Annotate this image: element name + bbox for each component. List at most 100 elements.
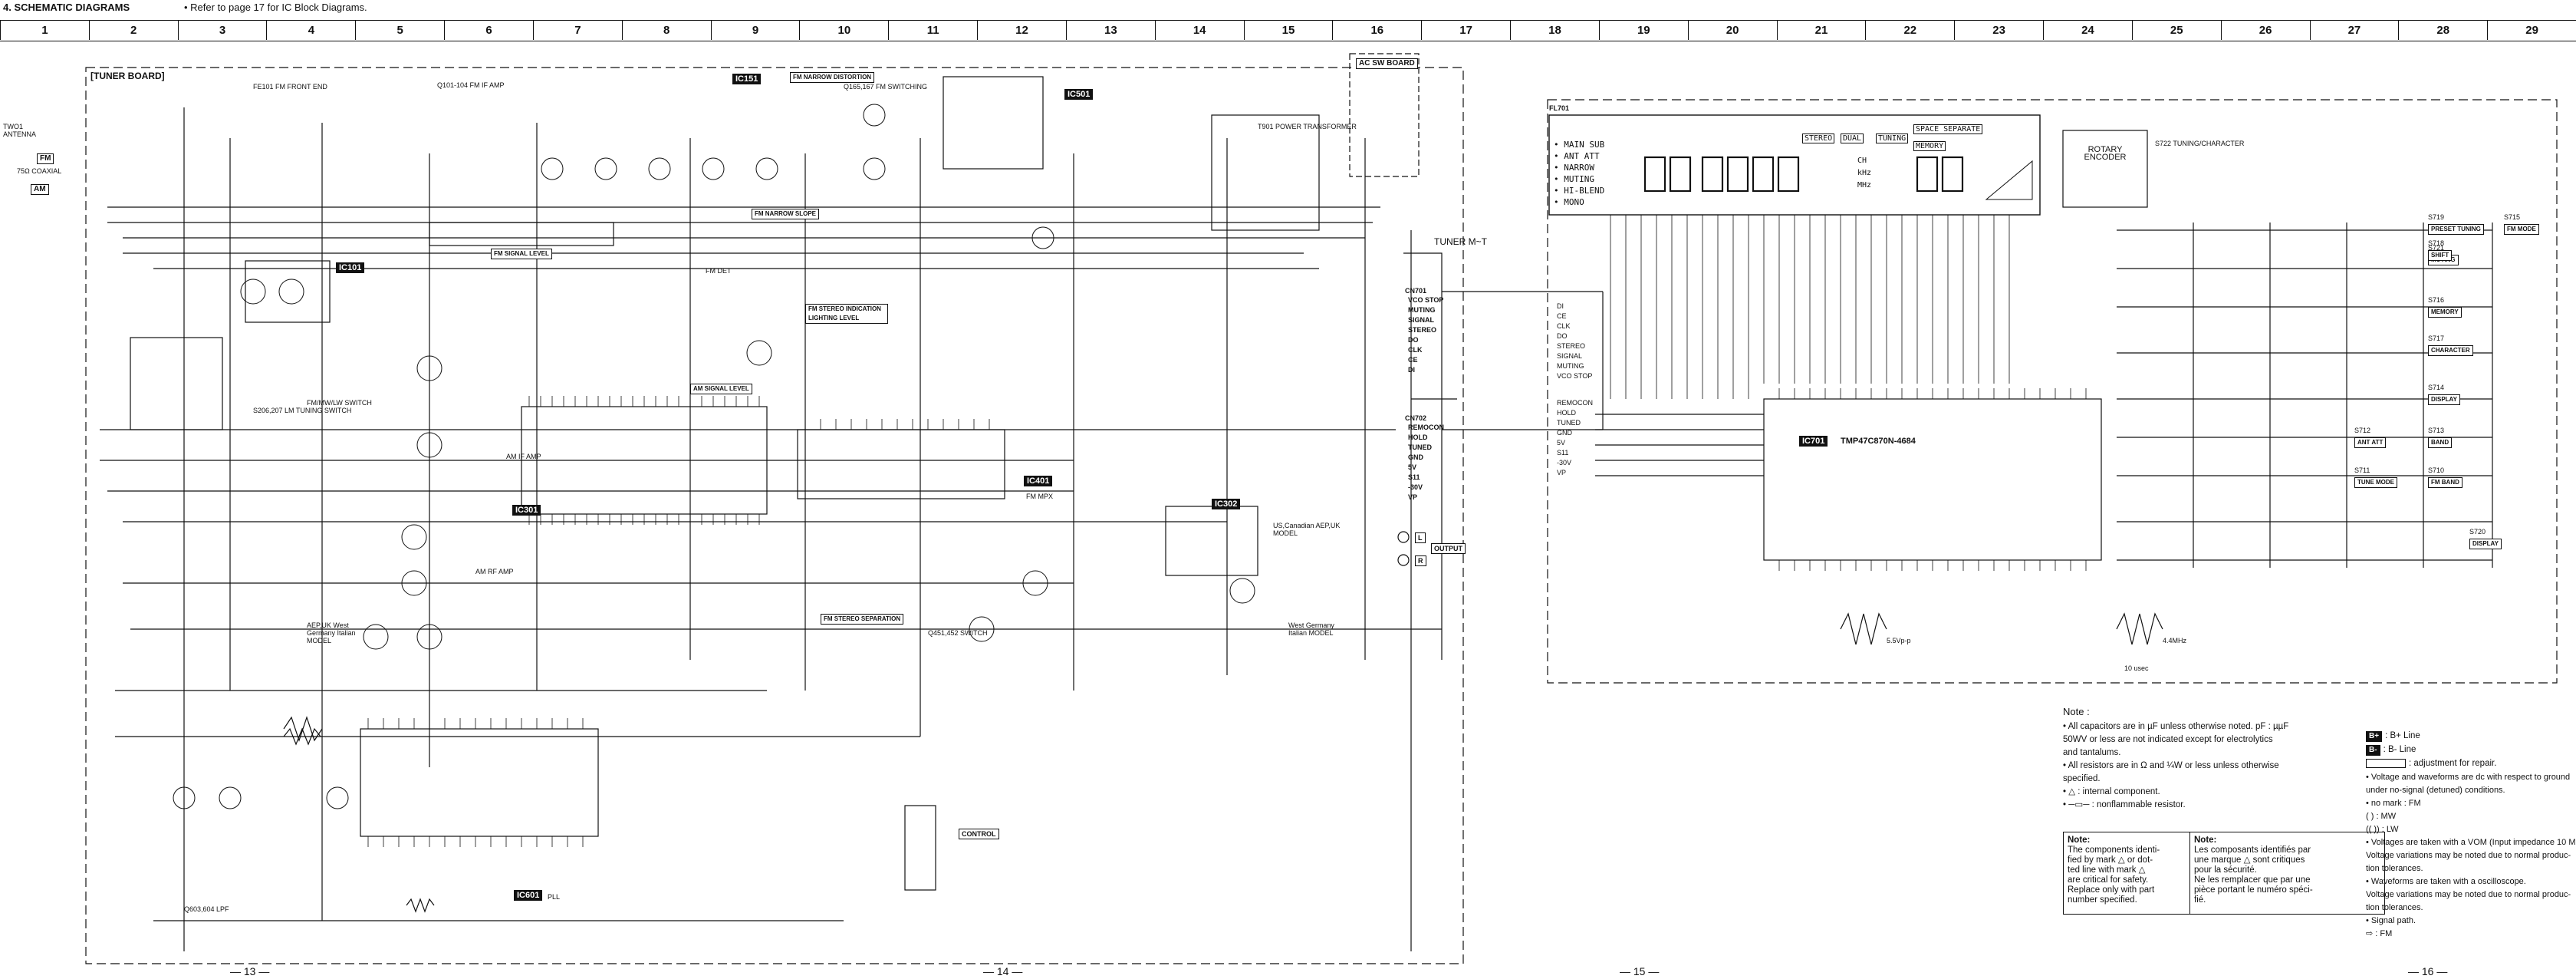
grid-column-29: 29 [2487, 21, 2576, 40]
warning-en-line: The components identi- [2068, 846, 2160, 855]
fm-if-amp-label: Q101-104 FM IF AMP [437, 81, 505, 89]
waveform-3-label: 10 usec [2124, 664, 2149, 672]
grid-column-21: 21 [1776, 21, 1866, 40]
legend-line: • Voltage and waveforms are dc with resp… [2366, 773, 2571, 782]
control-label: CONTROL [959, 829, 999, 839]
legend-line: Voltage variations may be noted due to n… [2366, 890, 2571, 899]
key-id: S713 [2428, 427, 2445, 434]
key-id: S720 [2469, 528, 2486, 536]
legend-line: • Waveforms are taken with a oscilloscop… [2366, 877, 2526, 886]
key-id: S721 [2428, 244, 2445, 252]
cn701-pin: VCO STOP [1408, 296, 1444, 304]
page-header: 4. SCHEMATIC DIAGRAMS • Refer to page 17… [0, 0, 2576, 17]
grid-column-19: 19 [1598, 21, 1688, 40]
ac-sw-board-label: AC SW BOARD [1356, 58, 1418, 69]
page-14: — 14 — [983, 965, 1023, 977]
grid-column-5: 5 [355, 21, 444, 40]
grid-column-23: 23 [1954, 21, 2043, 40]
cn702-pin: VP [1408, 493, 1418, 501]
ic101-body [245, 260, 331, 323]
page-16: — 16 — [2408, 965, 2448, 977]
display-segment-label: MEMORY [1913, 141, 1946, 151]
lpf-label: Q603,604 LPF [184, 905, 229, 913]
waveform-3 [283, 716, 323, 742]
warning-en-title: Note: [2068, 836, 2091, 845]
key-display: DISPLAY [2469, 539, 2502, 549]
cn701-pin: DO [1408, 336, 1419, 344]
display-segment-label: STEREO [1802, 134, 1835, 143]
key-id: S717 [2428, 335, 2445, 342]
key-shift: SHIFT [2428, 250, 2453, 261]
cn702-ctrl-pin: HOLD [1557, 409, 1577, 417]
grid-column-28: 28 [2398, 21, 2487, 40]
key-id: S712 [2354, 427, 2371, 434]
cn701-ctrl-pin: CE [1557, 312, 1567, 320]
tuning-character-label: S722 TUNING/CHARACTER [2155, 140, 2245, 147]
cn701-pin: CLK [1408, 346, 1423, 354]
cn701-ctrl-pin: SIGNAL [1557, 352, 1583, 360]
fm-front-end-body [130, 337, 223, 430]
note-line: • △ : internal component. [2063, 787, 2160, 796]
warning-fr-line: fié. [2194, 895, 2206, 905]
west-germany-label: West Germany Italian MODEL [1288, 621, 1334, 637]
legend-line: tion tolerances. [2366, 864, 2423, 873]
grid-column-9: 9 [710, 21, 800, 40]
control-board-outline [1547, 99, 2558, 684]
cn702-label: CN702 [1405, 414, 1427, 422]
cn701-pin: CE [1408, 356, 1418, 364]
cn701-ctrl-pin: STEREO [1557, 342, 1586, 350]
warning-fr-line: pour la sécurité. [2194, 865, 2257, 875]
bplus-badge: B+ [2366, 731, 2383, 742]
key-display: DISPLAY [2428, 394, 2460, 405]
block-diagram-reference: • Refer to page 17 for IC Block Diagrams… [184, 2, 367, 13]
display-indicator: • MAIN SUB [1554, 140, 1605, 150]
bplus-text: : B+ Line [2385, 731, 2420, 740]
tuner-board-outline [85, 67, 1464, 964]
cn702-ctrl-pin: REMOCON [1557, 399, 1593, 407]
cn702-ctrl-pin: VP [1557, 469, 1567, 476]
legend-line: ( ) : MW [2366, 812, 2397, 821]
fm-narrow-distortion-label: FM NARROW DISTORTION [790, 72, 875, 83]
legend-adjust: : adjustment for repair. [2366, 758, 2496, 769]
fm-front-end-label: FE101 FM FRONT END [253, 83, 327, 91]
grid-column-14: 14 [1154, 21, 1244, 40]
fm-mw-lw-switch-label: FM/MW/LW SWITCH [307, 399, 372, 407]
rotary-encoder-label: ROTARY ENCODER [2084, 145, 2127, 162]
grid-column-17: 17 [1421, 21, 1510, 40]
display-segment-label: kHz [1857, 169, 1872, 177]
cn702-pin: REMOCON [1408, 424, 1444, 431]
tuner-board-label: [TUNER BOARD] [90, 71, 165, 81]
ic701-part: TMP47C870N-4684 [1841, 437, 1916, 446]
warning-fr-line: une marque △ sont critiques [2194, 855, 2305, 865]
grid-column-22: 22 [1865, 21, 1954, 40]
cn701-pin: SIGNAL [1408, 316, 1435, 324]
antenna-am: AM [31, 184, 49, 195]
key-fm-band: FM BAND [2428, 477, 2462, 488]
fm-stereo-indication-label: FM STEREO INDICATION LIGHTING LEVEL [805, 304, 888, 324]
warning-fr-line: Ne les remplacer que par une [2194, 875, 2311, 885]
am-signal-level-label: AM SIGNAL LEVEL [690, 384, 752, 394]
legend-bminus: B-: B- Line [2366, 744, 2416, 756]
cn701-ctrl-pin: DO [1557, 332, 1568, 340]
legend-line: (( )) : LW [2366, 825, 2399, 834]
grid-column-25: 25 [2131, 21, 2221, 40]
key-id: S711 [2354, 466, 2370, 474]
ic401-body [797, 429, 1005, 499]
tuner-mt-label: TUNER M~T [1434, 236, 1487, 247]
note-line: 50WV or less are not indicated except fo… [2063, 735, 2273, 744]
antenna-coax: 75Ω COAXIAL [17, 167, 62, 175]
power-transformer-label: T901 POWER TRANSFORMER [1258, 123, 1357, 130]
adjust-text: : adjustment for repair. [2409, 759, 2497, 768]
ic151-body [429, 222, 614, 246]
ac-sw-board-outline [1349, 53, 1420, 177]
warning-fr-line: pièce portant le numéro spéci- [2194, 885, 2313, 895]
warning-fr-line: Les composants identifiés par [2194, 846, 2311, 855]
grid-column-6: 6 [444, 21, 533, 40]
legend-bplus: B+: B+ Line [2366, 730, 2420, 742]
legend-line: under no-signal (detuned) conditions. [2366, 786, 2505, 795]
note-line: • ─▭─ : nonflammable resistor. [2063, 800, 2186, 809]
display-indicator: • MUTING [1554, 174, 1594, 184]
bminus-text: : B- Line [2383, 745, 2416, 754]
key-ant-att: ANT ATT [2354, 437, 2387, 448]
power-transformer-body [1211, 114, 1320, 231]
